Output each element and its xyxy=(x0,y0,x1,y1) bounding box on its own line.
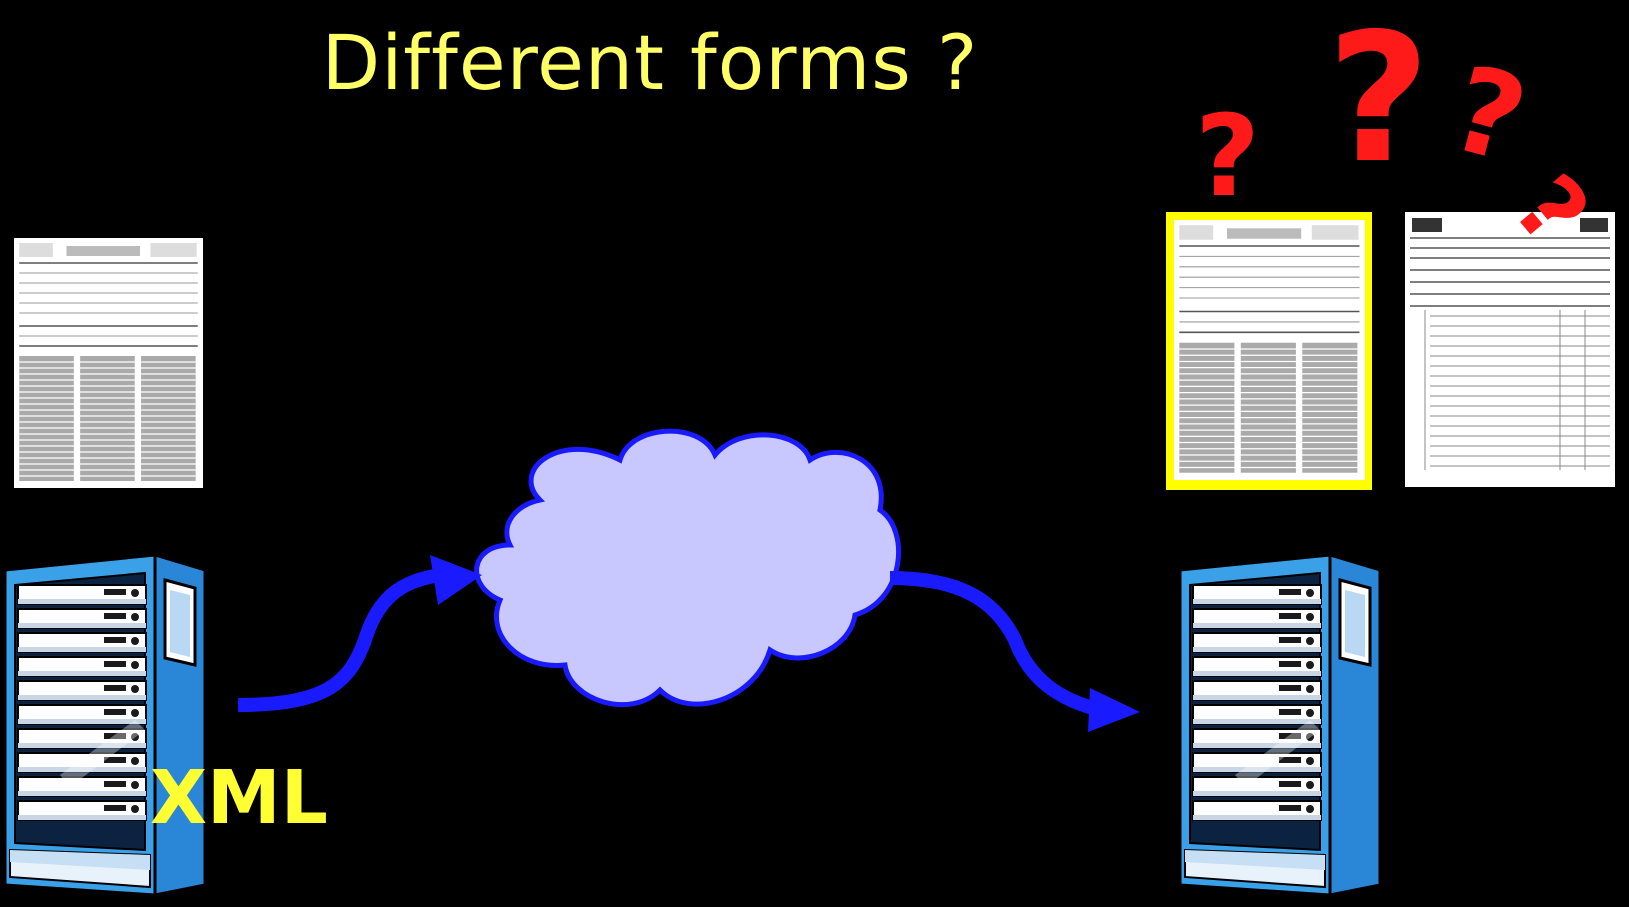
tax-form-icon xyxy=(1405,212,1615,487)
question-mark-large: ? xyxy=(1327,0,1430,202)
slide-title: Different forms ? xyxy=(321,18,979,107)
xml-label: XML xyxy=(150,755,328,841)
left-flow-arrow xyxy=(237,555,482,712)
left-form-icon xyxy=(13,237,204,489)
network-cloud-icon xyxy=(474,428,902,708)
left-server-icon xyxy=(3,553,207,897)
question-mark-medium: ? xyxy=(1438,39,1540,190)
right-server-icon xyxy=(1178,553,1382,897)
question-mark-small: ? xyxy=(1195,92,1260,222)
right-flow-arrow xyxy=(889,571,1140,732)
highlighted-form-icon xyxy=(1166,212,1372,490)
